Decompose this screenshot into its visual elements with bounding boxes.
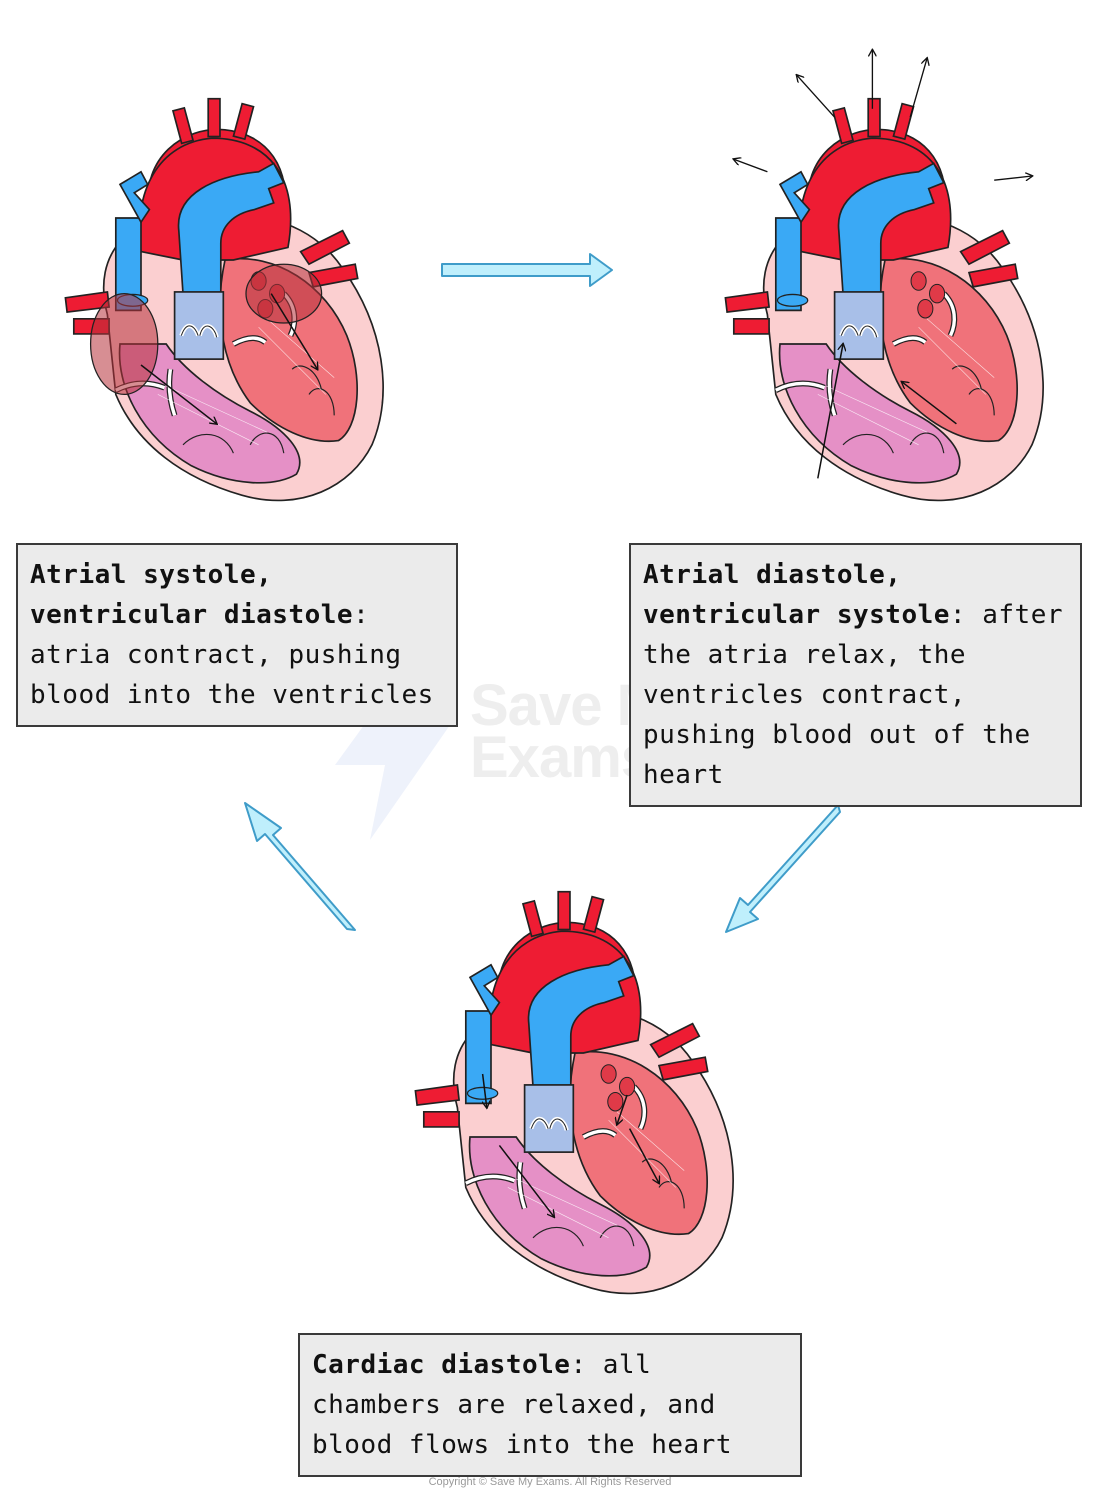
blood-flow-arrow xyxy=(270,293,317,370)
heart-ventricular-systole xyxy=(690,92,1080,512)
caption-ventricular-systole: Atrial diastole, ventricular systole: af… xyxy=(629,543,1082,807)
caption-cardiac-diastole: Cardiac diastole: all chambers are relax… xyxy=(298,1333,802,1477)
separator: : xyxy=(949,600,967,630)
cycle-arrow-right xyxy=(441,253,613,287)
blood-flow-arrow xyxy=(483,1073,487,1108)
outflow-arrow xyxy=(797,75,836,118)
heart-atrial-systole xyxy=(30,92,420,512)
left-atrium-contracted xyxy=(245,263,323,324)
watermark-line-2: Exams xyxy=(470,725,653,790)
blood-flow-arrow xyxy=(617,1094,628,1124)
blood-flow-arrow xyxy=(902,382,957,425)
blood-flow-arrow xyxy=(628,1128,659,1184)
stage-title: Cardiac diastole xyxy=(312,1350,571,1380)
stage-description: atria contract, pushing blood into the v… xyxy=(30,640,434,710)
separator: : xyxy=(570,1350,587,1380)
stage-title: Atrial diastole, ventricular systole xyxy=(643,560,950,630)
caption-atrial-systole: Atrial systole, ventricular diastole: at… xyxy=(16,543,458,727)
cycle-arrow-down-left xyxy=(725,804,841,933)
stage-title: Atrial systole, ventricular diastole xyxy=(30,560,354,630)
outflow-arrow xyxy=(994,176,1032,180)
right-atrium-contracted xyxy=(89,292,159,396)
stage-description: all chambers are relaxed, and blood flow… xyxy=(312,1350,732,1460)
outflow-arrow xyxy=(734,159,768,173)
copyright-notice: Copyright © Save My Exams. All Rights Re… xyxy=(428,1476,672,1488)
blood-flow-arrow xyxy=(817,344,843,479)
outflow-arrow xyxy=(909,58,927,118)
separator: : xyxy=(353,600,370,630)
stage-description: after the atria relax, the ventricles co… xyxy=(643,600,1064,790)
watermark-logo-icon xyxy=(335,655,450,840)
heart-cardiac-diastole xyxy=(380,885,770,1305)
cycle-arrow-up-left xyxy=(244,802,356,931)
blood-flow-arrow xyxy=(140,364,217,424)
blood-flow-arrow xyxy=(498,1144,554,1216)
